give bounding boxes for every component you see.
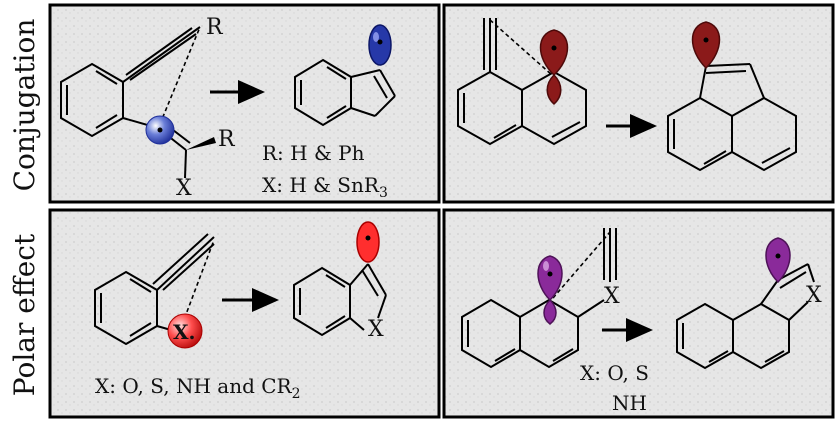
panel4-linker-x-label: X — [604, 284, 620, 309]
maroon-orbital-upper-icon — [539, 29, 569, 77]
panel4-product-radical-dot-icon — [775, 253, 781, 259]
panel4-note-line2: NH — [612, 391, 647, 415]
panel1-note-r: R: H & Ph — [262, 141, 365, 165]
purple-orbital-lower-icon — [543, 298, 557, 325]
panel3-product-benzofused-ring — [293, 263, 387, 337]
side-label-conjugation: Conjugation — [8, 19, 41, 192]
panel-conjugation-right — [442, 3, 835, 204]
orbital-highlight — [373, 32, 379, 42]
product-radical-dot-icon — [377, 39, 383, 45]
orbital-highlight — [543, 261, 549, 271]
red-orbital-icon — [167, 313, 203, 349]
panel3-reactant — [94, 233, 215, 346]
panel3-product-radical-dot-icon — [365, 235, 371, 241]
panel2-product-acenaphthylene — [667, 63, 797, 172]
panel1-vinyl-r-label: R — [218, 127, 236, 152]
panel1-alkyne-r-label: R — [206, 15, 224, 40]
panel4-note-line1: X: O, S — [580, 361, 649, 385]
panel3-note: X: O, S, NH and CR2 — [95, 374, 301, 402]
side-label-polar-effect: Polar effect — [8, 233, 41, 396]
panel4-product-x-label: X — [806, 283, 822, 308]
panel1-product-indene — [294, 58, 396, 127]
panel1-vinyl-x-label: X — [176, 176, 192, 201]
panel1-product-orbital-icon — [368, 24, 392, 66]
panel3-radical-atom-label: X. — [173, 320, 195, 344]
panel4-reactant-naphthalene — [461, 228, 617, 369]
panel3-product-orbital-icon — [356, 221, 380, 263]
panel2-product-orbital-icon — [691, 21, 721, 70]
panel4-product-orbital-icon — [765, 237, 791, 284]
panel3-product-x-label: X — [368, 317, 384, 342]
panel4-radical-dot-icon — [547, 271, 553, 277]
radical-dot-icon — [157, 127, 163, 133]
panel2-product-radical-dot-icon — [703, 37, 709, 43]
panel1-note-x: X: H & SnR3 — [262, 173, 388, 201]
panel2-radical-dot-icon — [551, 45, 557, 51]
maroon-orbital-lower-icon — [546, 73, 562, 106]
panel1-reactant — [60, 26, 201, 179]
wedge-bond — [186, 137, 216, 150]
